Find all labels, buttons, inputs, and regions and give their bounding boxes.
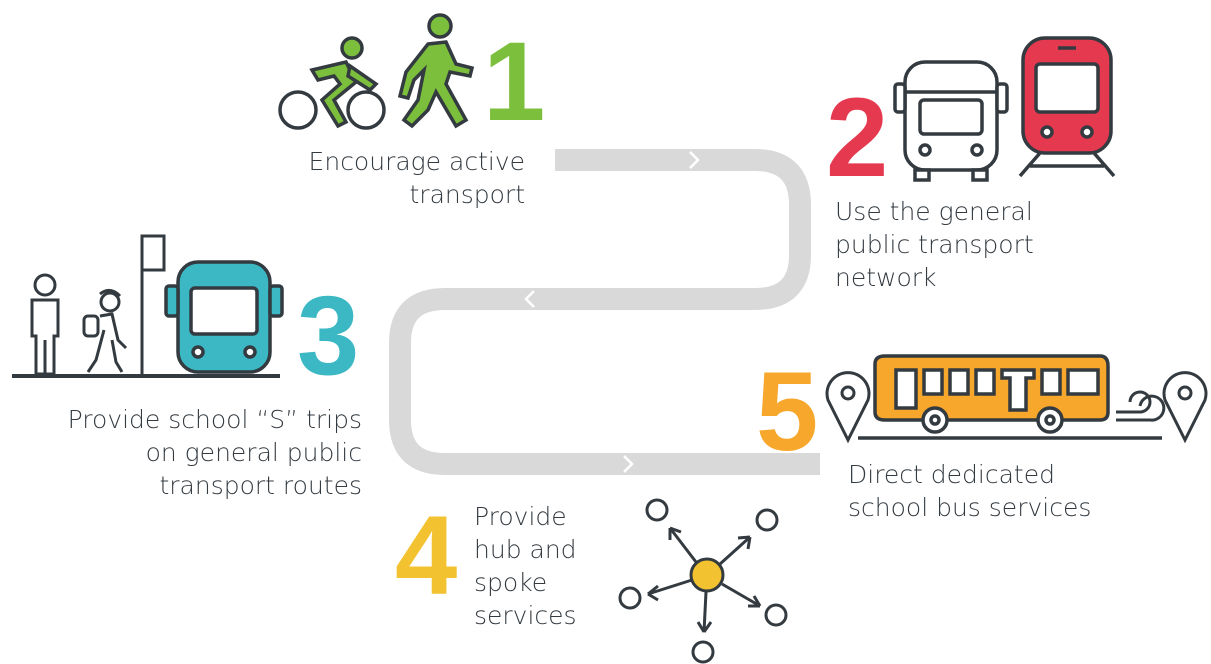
step-2-number: 2 [826,75,889,200]
step-5-label: Direct dedicated school bus services [848,458,1148,524]
chevron-right-icon [623,455,634,473]
adult-icon [30,273,60,376]
road-chevrons [524,151,700,473]
step-1-label-line: Encourage active [308,147,525,176]
step-3-label-line: Provide school “S” trips [67,405,362,434]
step-5-label-line: Direct dedicated [848,460,1055,489]
step-2-label: Use the general public transport network [835,195,1095,294]
step-4-number: 4 [395,493,458,618]
location-pin-icon [1162,371,1208,444]
step-3-label: Provide school “S” trips on general publ… [15,403,362,502]
step-2-label-line: network [835,263,937,292]
hub-and-spoke-icon [618,498,788,664]
chevron-left-icon [524,290,535,308]
chevron-right-icon [689,151,700,169]
step-1-label: Encourage active transport [260,145,525,211]
step-4-label-line: Provide [474,502,567,531]
step-5-number: 5 [756,349,819,474]
bus-front-icon [893,60,1009,182]
school-bus-icon [858,354,1162,440]
step-4-label: Provide hub and spoke services [474,500,614,632]
winding-road [389,149,820,475]
step-1-label-line: transport [409,180,525,209]
step-4-label-line: services [474,601,577,630]
step-2-label-line: Use the general [835,197,1033,226]
step-5-label-line: school bus services [848,493,1092,522]
wind-icon [1116,390,1166,422]
step-1-number: 1 [483,19,546,144]
step-4-label-line: hub and [474,535,577,564]
step-3-label-line: transport routes [159,471,362,500]
bus-stop-icon [140,234,166,376]
cyclist-icon [278,36,386,130]
location-pin-icon [825,371,871,444]
step-2-label-line: public transport [835,230,1034,259]
step-3-label-line: on general public [145,438,362,467]
schoolchild-icon [82,289,128,373]
train-front-icon [1018,36,1116,178]
step-3-number: 3 [297,273,360,398]
bus-front-icon [164,260,284,374]
step-4-label-line: spoke [474,568,548,597]
pedestrian-icon [397,13,475,129]
